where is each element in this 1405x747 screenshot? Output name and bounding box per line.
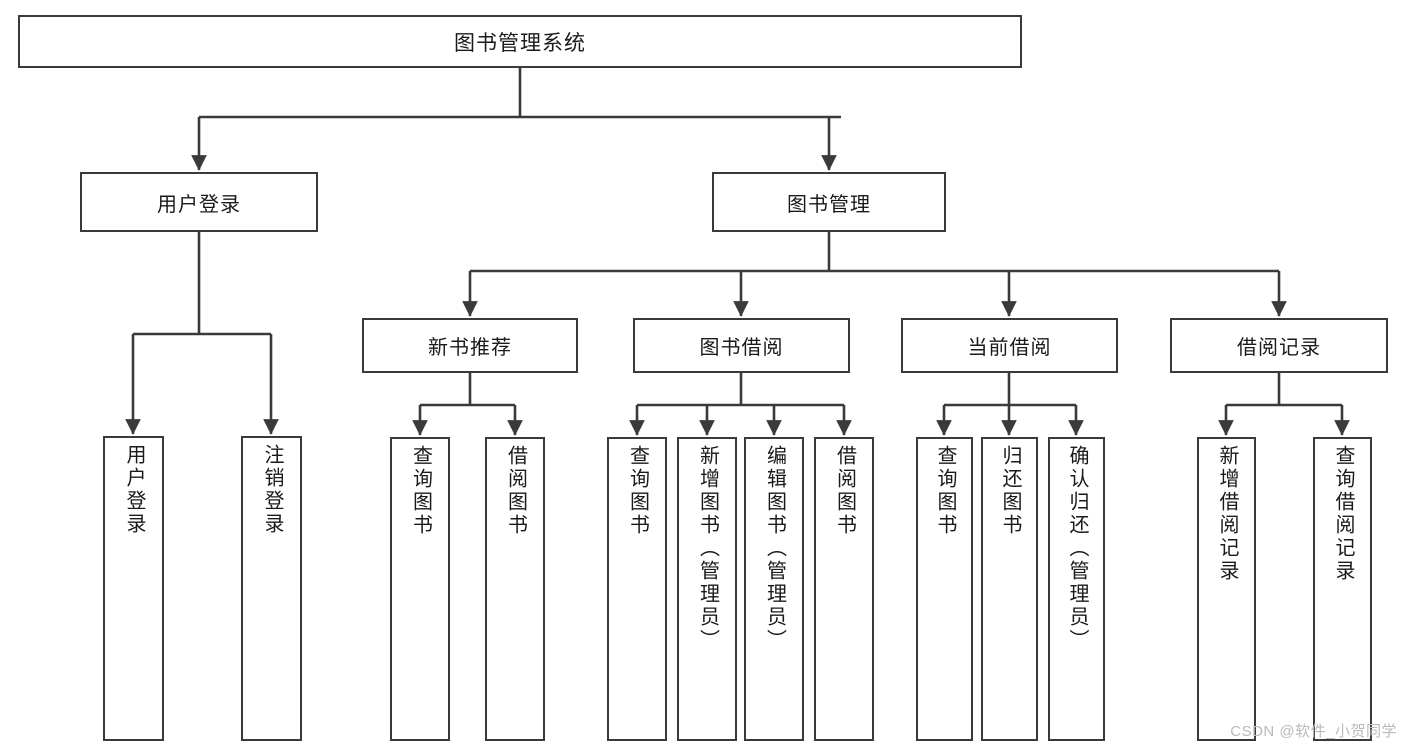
node-leaf-edit-book-label: 编辑图书（管理员） xyxy=(763,445,786,652)
node-leaf-add-book-label: 新增图书（管理员） xyxy=(696,445,719,652)
node-leaf-borrow-book-1[interactable]: 借阅图书 xyxy=(485,437,545,741)
node-current-borrow-label: 当前借阅 xyxy=(967,337,1052,359)
node-leaf-add-book[interactable]: 新增图书（管理员） xyxy=(677,437,737,741)
node-book-borrow-label: 图书借阅 xyxy=(699,337,784,359)
node-current-borrow[interactable]: 当前借阅 xyxy=(901,318,1118,373)
node-leaf-return-book-label: 归还图书 xyxy=(999,445,1021,537)
node-book-manage-label: 图书管理 xyxy=(787,193,871,216)
node-leaf-borrow-book-2[interactable]: 借阅图书 xyxy=(814,437,874,741)
node-leaf-confirm-return-label: 确认归还（管理员） xyxy=(1066,445,1088,652)
node-book-manage[interactable]: 图书管理 xyxy=(712,172,946,232)
node-leaf-query-borrow-record[interactable]: 查询借阅记录 xyxy=(1313,437,1372,741)
node-book-borrow[interactable]: 图书借阅 xyxy=(633,318,850,373)
node-leaf-edit-book[interactable]: 编辑图书（管理员） xyxy=(744,437,804,741)
watermark-text: CSDN @软件_小贺同学 xyxy=(1230,723,1397,740)
node-leaf-query-book-1-label: 查询图书 xyxy=(409,445,432,537)
node-leaf-confirm-return[interactable]: 确认归还（管理员） xyxy=(1048,437,1105,741)
node-leaf-query-book-3-label: 查询图书 xyxy=(934,445,956,537)
node-leaf-borrow-book-1-label: 借阅图书 xyxy=(504,445,527,537)
node-leaf-query-book-2-label: 查询图书 xyxy=(626,445,649,537)
node-user-login-label: 用户登录 xyxy=(157,193,241,216)
node-borrow-record-label: 借阅记录 xyxy=(1237,337,1321,359)
node-new-book-recommend[interactable]: 新书推荐 xyxy=(362,318,578,373)
node-leaf-return-book[interactable]: 归还图书 xyxy=(981,437,1038,741)
node-root-label: 图书管理系统 xyxy=(454,31,586,55)
node-leaf-query-book-2[interactable]: 查询图书 xyxy=(607,437,667,741)
node-leaf-user-logout[interactable]: 注销登录 xyxy=(241,436,302,741)
node-leaf-query-book-3[interactable]: 查询图书 xyxy=(916,437,973,741)
node-new-book-recommend-label: 新书推荐 xyxy=(428,337,512,359)
node-leaf-user-login[interactable]: 用户登录 xyxy=(103,436,164,741)
node-leaf-user-logout-label: 注销登录 xyxy=(261,444,283,536)
node-root[interactable]: 图书管理系统 xyxy=(18,15,1022,68)
node-leaf-borrow-book-2-label: 借阅图书 xyxy=(833,445,856,537)
node-leaf-query-book-1[interactable]: 查询图书 xyxy=(390,437,450,741)
node-leaf-add-borrow-record[interactable]: 新增借阅记录 xyxy=(1197,437,1256,741)
node-borrow-record[interactable]: 借阅记录 xyxy=(1170,318,1388,373)
node-user-login[interactable]: 用户登录 xyxy=(80,172,318,232)
node-leaf-add-borrow-record-label: 新增借阅记录 xyxy=(1216,445,1238,583)
node-leaf-user-login-label: 用户登录 xyxy=(123,444,145,536)
node-leaf-query-borrow-record-label: 查询借阅记录 xyxy=(1332,445,1354,583)
